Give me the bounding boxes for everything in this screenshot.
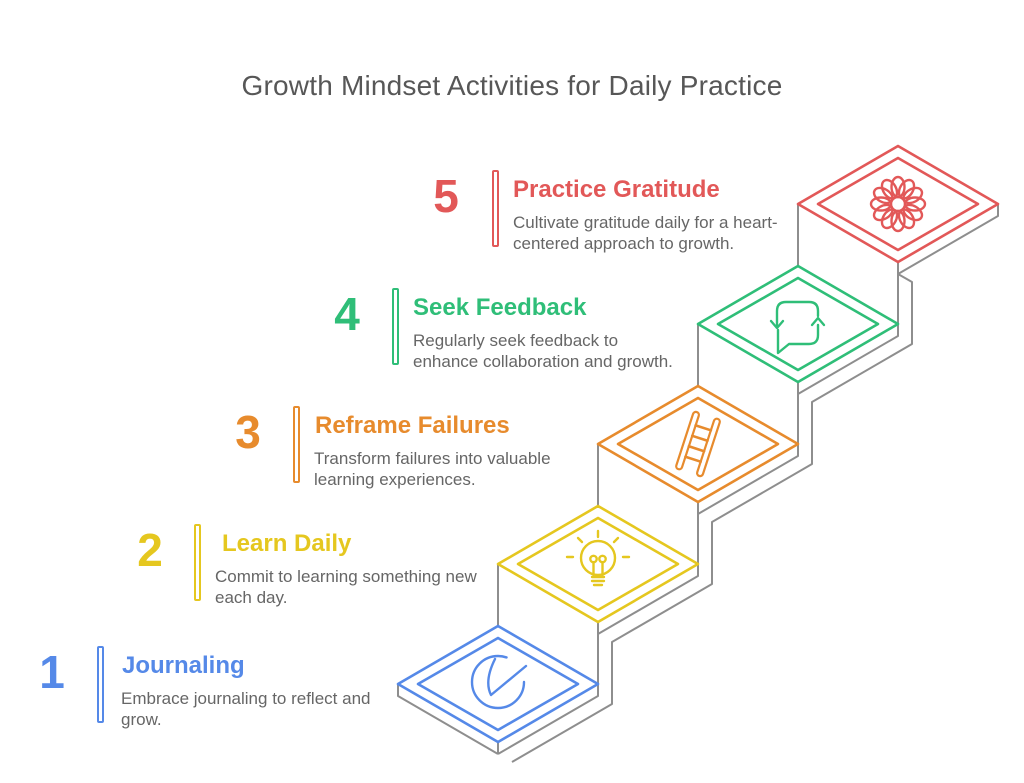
- stair-left-wall-edges: [497, 204, 799, 626]
- step-accent-bar: [97, 646, 104, 723]
- step-4-platform: [696, 264, 900, 384]
- step-1-platform: [396, 624, 600, 744]
- step-description-line: Regularly seek feedback to: [413, 331, 619, 350]
- step-description: Regularly seek feedback to enhance colla…: [413, 330, 673, 372]
- step-number: 1: [39, 646, 65, 698]
- step-title: Learn Daily: [222, 530, 352, 557]
- step-number: 2: [137, 524, 163, 576]
- diamond-inner: [516, 516, 680, 612]
- stair-slab-ticks: [497, 262, 899, 754]
- flower-icon: [869, 175, 927, 233]
- stair-bottom-slab: [397, 684, 499, 755]
- step-number: 4: [334, 288, 360, 340]
- step-description-line: Transform failures into valuable: [314, 449, 551, 468]
- diamond-inner: [716, 276, 880, 372]
- step-description: Commit to learning something new each da…: [215, 566, 477, 608]
- step-title: Practice Gratitude: [513, 176, 720, 203]
- step-accent-bar: [194, 524, 201, 601]
- step-description-line: Commit to learning something new: [215, 567, 477, 586]
- stair-structure-lines: [397, 204, 999, 763]
- stair-right-profile-offset: [511, 273, 913, 763]
- step-number: 5: [433, 170, 459, 222]
- step-3-platform: [596, 384, 800, 504]
- diamond-inner: [816, 156, 980, 252]
- step-description-line: Embrace journaling to reflect and: [121, 689, 371, 708]
- step-description: Transform failures into valuable learnin…: [314, 448, 551, 490]
- chat-sync-icon: [769, 300, 826, 355]
- diamond-outer: [696, 264, 900, 384]
- step-5-platform: [796, 144, 1000, 264]
- step-description-line: learning experiences.: [314, 470, 476, 489]
- step-title: Seek Feedback: [413, 294, 587, 321]
- step-description-line: enhance collaboration and growth.: [413, 352, 673, 371]
- step-title: Reframe Failures: [315, 412, 510, 439]
- step-2-platform: [496, 504, 700, 624]
- diamond-outer: [796, 144, 1000, 264]
- step-accent-bar: [492, 170, 499, 247]
- lightbulb-icon: [565, 529, 631, 587]
- main-title: Growth Mindset Activities for Daily Prac…: [241, 70, 783, 101]
- diamond-inner: [416, 636, 580, 732]
- step-description-line: Cultivate gratitude daily for a heart-: [513, 213, 778, 232]
- step-accent-bar: [392, 288, 399, 365]
- diamond-outer: [396, 624, 600, 744]
- step-title: Journaling: [122, 652, 245, 679]
- step-description-line: each day.: [215, 588, 288, 607]
- step-accent-bar: [293, 406, 300, 483]
- ladder-icon: [675, 410, 721, 478]
- diamond-inner: [616, 396, 780, 492]
- stair-right-profile: [497, 204, 999, 755]
- diamond-outer: [596, 384, 800, 504]
- step-description-line: centered approach to growth.: [513, 234, 735, 253]
- pen-circle-icon: [470, 654, 528, 710]
- step-description-line: grow.: [121, 710, 162, 729]
- step-description: Cultivate gratitude daily for a heart- c…: [513, 212, 778, 254]
- step-number: 3: [235, 406, 261, 458]
- diamond-outer: [496, 504, 700, 624]
- step-description: Embrace journaling to reflect and grow.: [121, 688, 370, 730]
